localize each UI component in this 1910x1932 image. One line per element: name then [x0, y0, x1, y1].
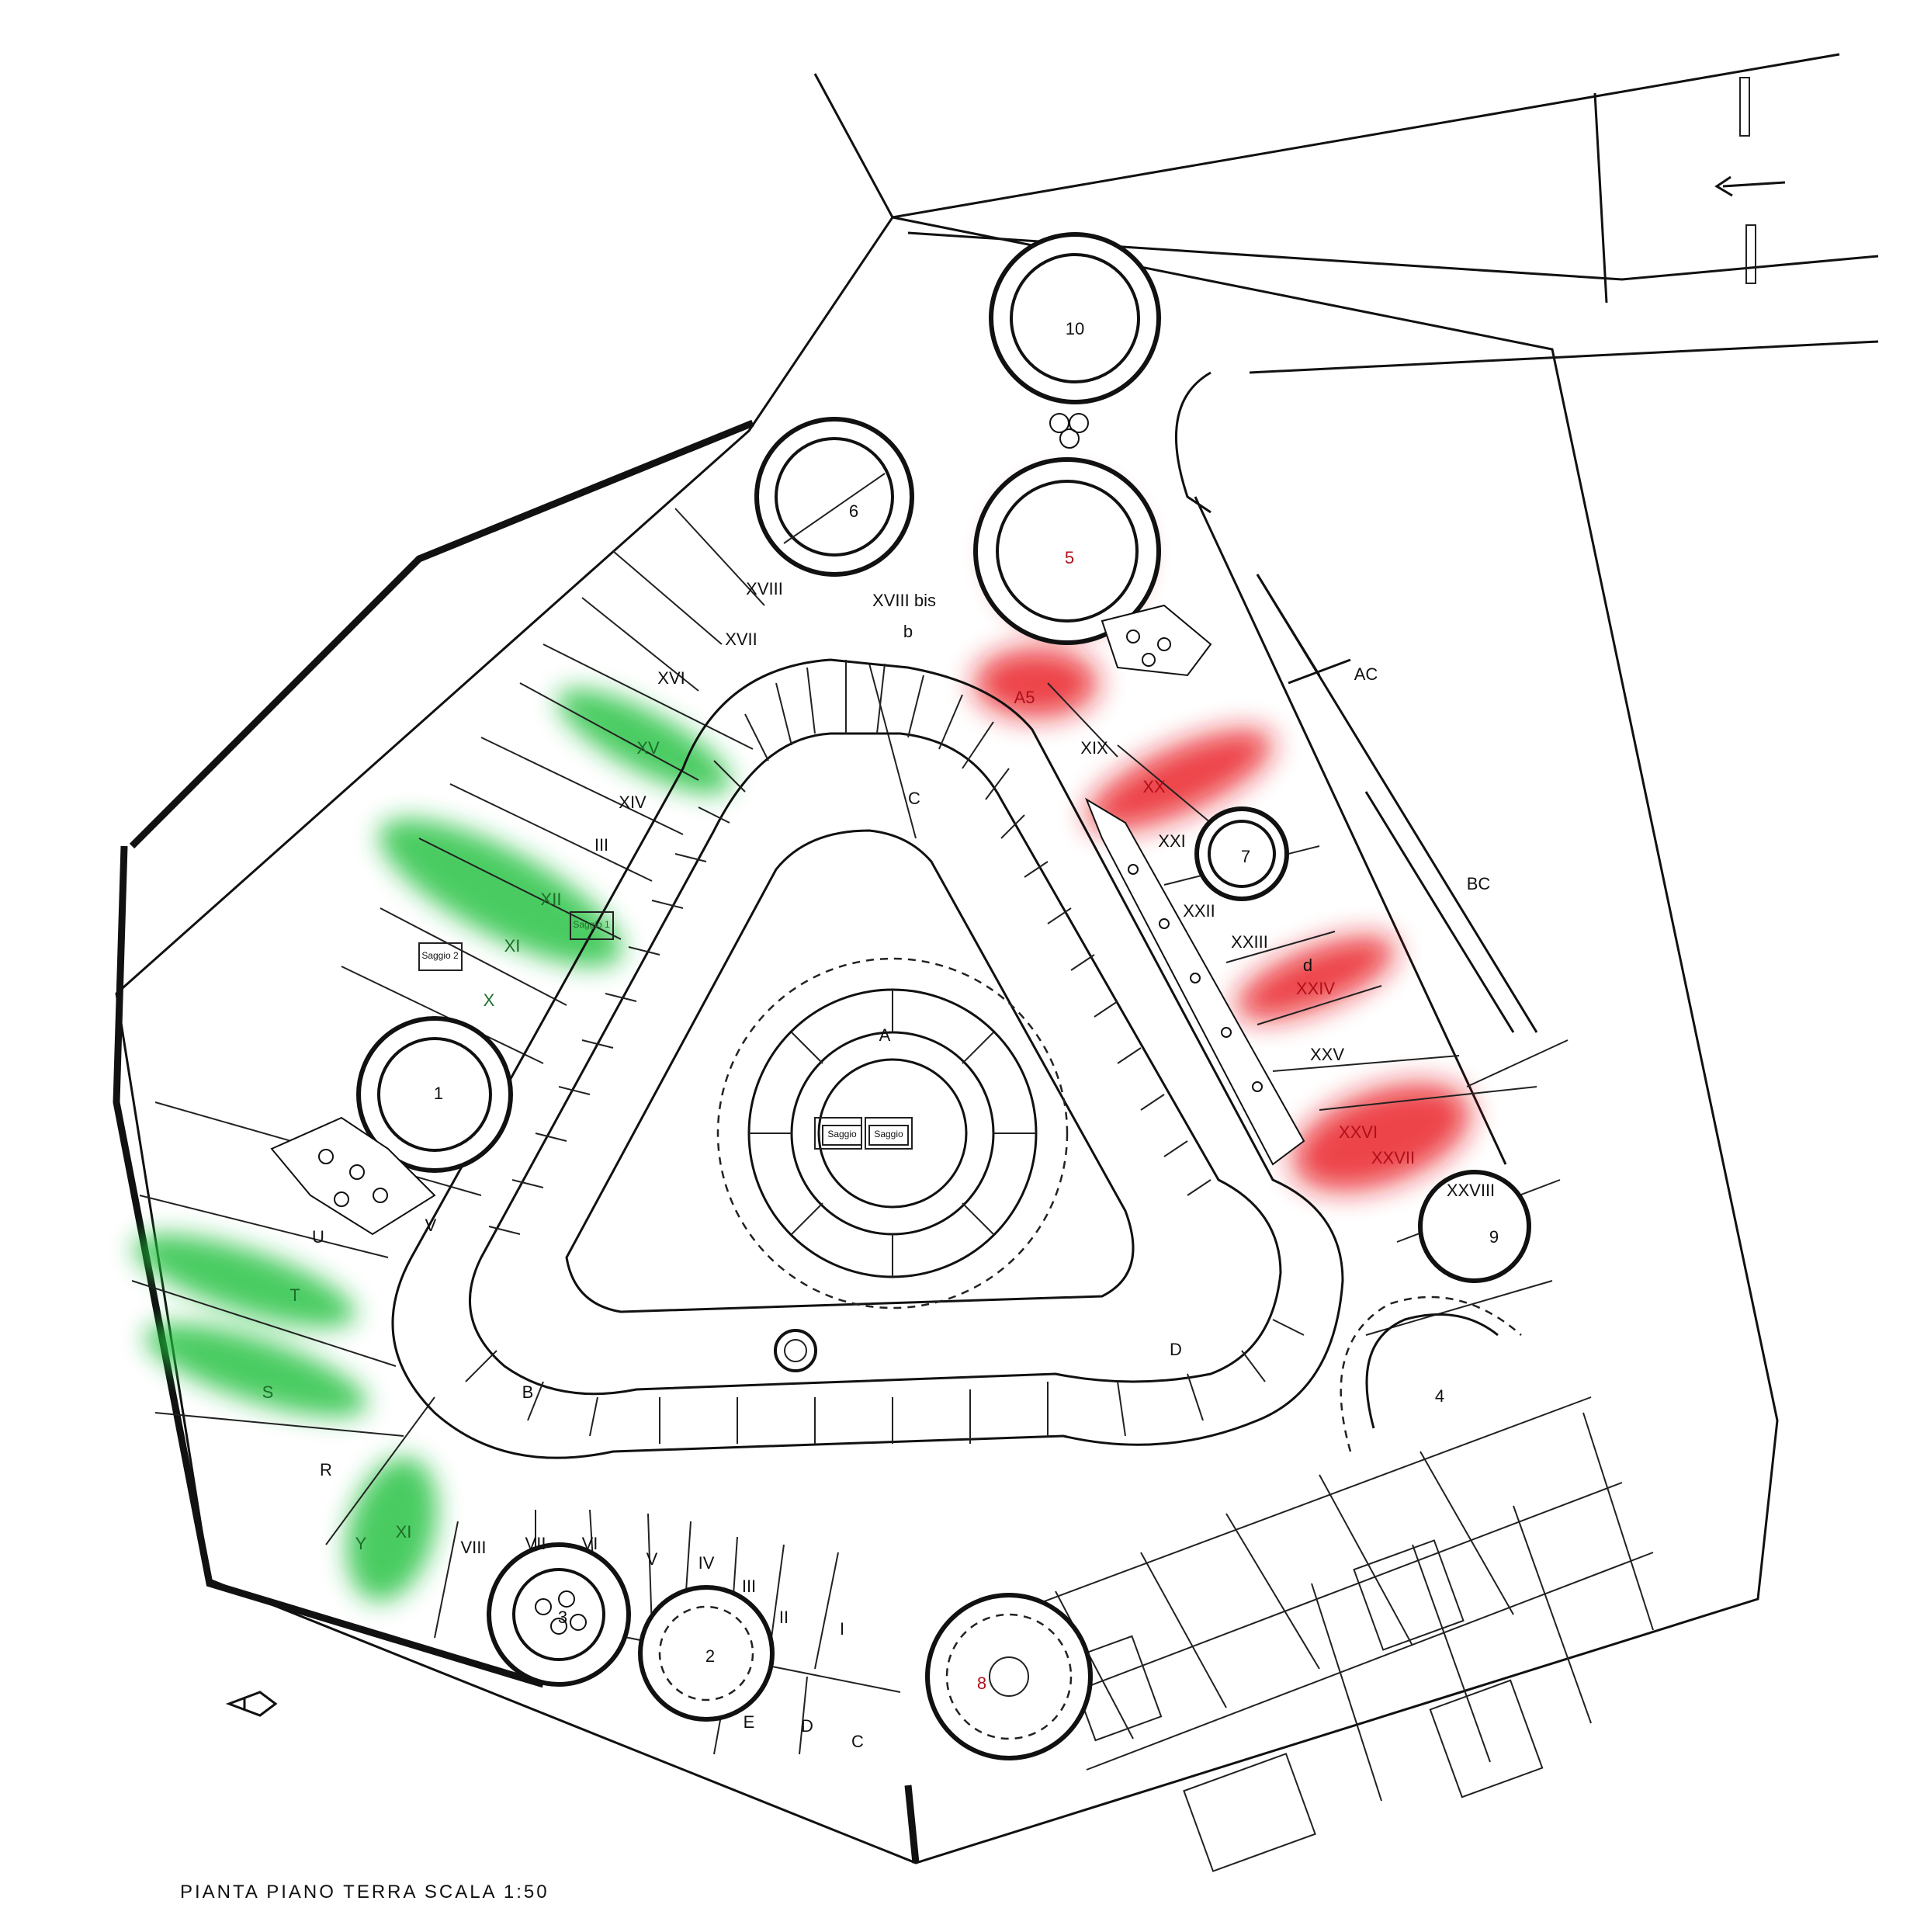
saggio-boxes — [418, 911, 909, 1146]
room-divisions — [131, 508, 1569, 1755]
room-xxii: XXII — [1183, 901, 1215, 921]
room-c-south: C — [851, 1732, 864, 1751]
tower-10 — [989, 232, 1161, 449]
room-y: Y — [355, 1534, 367, 1553]
saggio-2-label: Saggio 2 — [421, 950, 459, 961]
room-r: R — [320, 1460, 332, 1479]
tower-4-label: 4 — [1435, 1386, 1444, 1406]
room-i: I — [840, 1619, 844, 1639]
bastion — [391, 658, 1344, 1459]
saggio-a-left-label: Saggio — [827, 1129, 857, 1139]
rubble-areas — [270, 604, 1305, 1236]
room-x: X — [484, 990, 495, 1010]
room-xviii-bis: XVIII bis — [872, 591, 936, 610]
tower-7-label: 7 — [1241, 847, 1250, 866]
room-iii-south: III — [742, 1576, 756, 1596]
room-xx: XX — [1142, 777, 1166, 796]
room-xxiv: XXIV — [1296, 979, 1335, 998]
north-arrow-icon — [225, 1691, 278, 1717]
room-u: U — [312, 1227, 324, 1247]
room-xxv: XXV — [1310, 1045, 1344, 1064]
room-s: S — [262, 1382, 274, 1402]
room-vii: VII — [525, 1534, 546, 1553]
tower-2-label: 2 — [705, 1646, 715, 1666]
tower-8-label: 8 — [977, 1674, 986, 1693]
room-b: b — [903, 622, 913, 641]
tower-3 — [487, 1542, 631, 1687]
plan-caption: PIANTA PIANO TERRA SCALA 1:50 — [180, 1882, 549, 1903]
room-v-south: V — [646, 1549, 658, 1569]
tower-6 — [754, 417, 914, 577]
room-xxvii: XXVII — [1371, 1148, 1415, 1167]
tower-1 — [356, 1016, 513, 1173]
room-t: T — [289, 1285, 300, 1305]
room-xi-north: XI — [504, 936, 521, 956]
room-xvii: XVII — [725, 630, 757, 649]
south-east-annex — [1008, 1396, 1654, 1872]
room-d-south: D — [801, 1716, 813, 1736]
tower-3-label: 3 — [558, 1608, 567, 1627]
courtyard-a-label: A — [879, 1025, 891, 1045]
room-iii-north: III — [594, 835, 608, 855]
courtyard-d-label: D — [1170, 1340, 1182, 1359]
room-xxviii: XXVIII — [1447, 1181, 1495, 1200]
room-xv: XV — [636, 738, 660, 758]
room-xvi: XVI — [657, 668, 685, 688]
tower-7 — [1194, 806, 1289, 901]
tower-8 — [925, 1593, 1093, 1760]
tower-6-label: 6 — [849, 501, 858, 521]
room-xxvi: XXVI — [1339, 1122, 1378, 1142]
saggio-1-label: Saggio 1 — [573, 919, 610, 930]
room-xix: XIX — [1080, 738, 1108, 758]
entry-arrow-icon — [1714, 77, 1786, 284]
tower-5-label: 5 — [1065, 548, 1074, 567]
room-d-east: d — [1303, 956, 1312, 975]
tower-9-label: 9 — [1489, 1227, 1499, 1247]
saggio-a-right-label: Saggio — [874, 1129, 903, 1139]
section-ac-label: AC — [1354, 664, 1378, 684]
room-xi-south: XI — [396, 1522, 412, 1542]
tower-10-label: 10 — [1066, 319, 1084, 338]
room-e: E — [744, 1712, 755, 1732]
room-xiv: XIV — [619, 793, 646, 812]
room-iv: IV — [698, 1553, 715, 1573]
room-vi: VI — [582, 1534, 598, 1553]
tower-9 — [1418, 1170, 1531, 1283]
highlights-red — [969, 481, 1471, 1717]
courtyard-c-label: C — [908, 789, 920, 808]
tower-2 — [638, 1585, 775, 1722]
room-v-west: V — [425, 1216, 437, 1235]
highlights-green — [133, 689, 731, 1601]
tower-1-label: 1 — [434, 1084, 443, 1103]
room-xii: XII — [541, 890, 562, 909]
room-ii: II — [779, 1608, 789, 1627]
room-xxiii: XXIII — [1231, 932, 1268, 952]
room-xxi: XXI — [1158, 831, 1185, 851]
section-bc-label: BC — [1467, 874, 1491, 893]
courtyard-b-label: B — [522, 1382, 534, 1402]
room-a5: A5 — [1014, 688, 1035, 707]
tower-4 — [1340, 1296, 1522, 1452]
section-markers — [1256, 574, 1515, 1033]
room-xviii: XVIII — [746, 579, 783, 598]
tower-5 — [973, 457, 1161, 645]
room-viii: VIII — [460, 1538, 486, 1557]
